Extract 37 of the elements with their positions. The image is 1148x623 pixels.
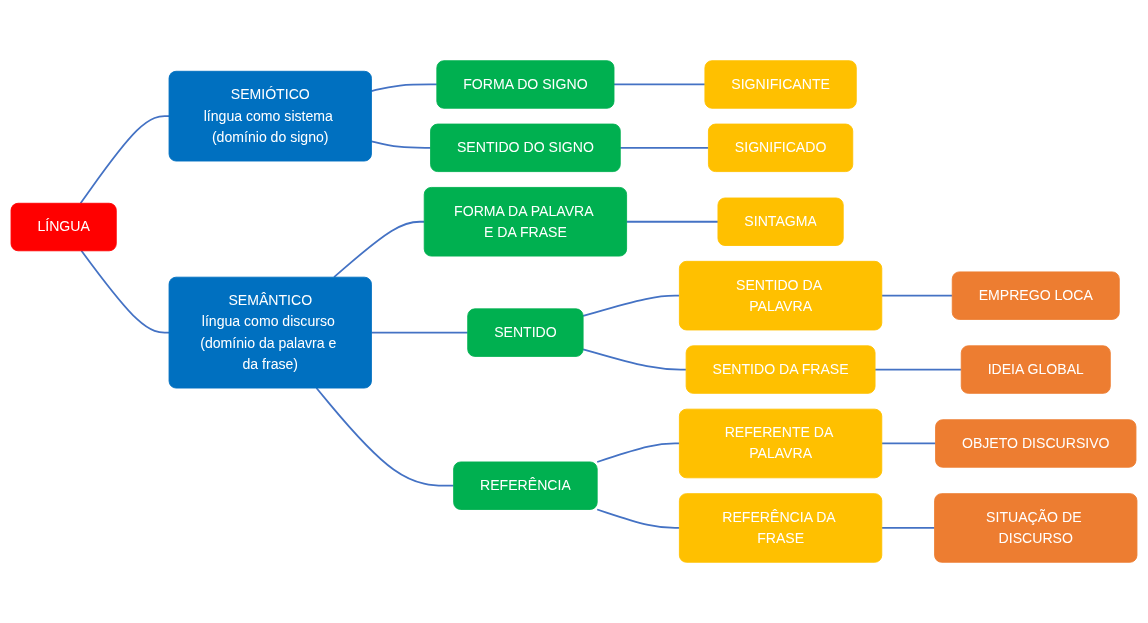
node-box: SEMÂNTICO língua como discurso (domínio da palavra e da frase) [168,276,372,389]
node-box: SENTIDO DA FRASE [685,345,876,394]
node-box: SENTIDO DO SIGNO [430,123,621,173]
node-box: IDEIA GLOBAL [960,345,1111,394]
connector [80,249,170,334]
connector [582,348,687,371]
node-box: SINTAGMA [717,197,844,246]
node-box: SIGNIFICANTE [704,60,857,109]
connector [625,220,719,223]
connector [370,83,438,92]
connector [370,140,432,149]
node-box: SIGNIFICADO [708,123,854,173]
node-box: SENTIDO [467,308,584,357]
node-box: REFERENTE DA PALAVRA [678,408,883,479]
node-box: EMPREGO LOCA [951,271,1120,320]
node-box: SEMIÓTICO língua como sistema (domínio do signo) [168,70,372,162]
connector [596,442,681,463]
node-box: FORMA DA PALAVRA E DA FRASE [423,187,628,257]
connector [333,220,426,279]
connector [880,294,954,297]
node-box: LÍNGUA [10,202,117,252]
node-box: FORMA DO SIGNO [436,60,615,109]
connector [613,83,706,86]
node-box: SITUAÇÃO DE DISCURSO [934,493,1138,563]
connector [619,146,710,149]
connector [874,368,963,371]
node-box: REFERÊNCIA [453,461,598,510]
node-box: SENTIDO DA PALAVRA [678,260,883,331]
node-box: REFERÊNCIA DA FRASE [678,493,883,563]
connector [880,527,936,529]
connector [880,442,937,445]
connector [596,508,681,529]
connector [79,115,170,205]
connector [370,331,469,334]
node-box: OBJETO DISCURSIVO [935,419,1137,468]
connector [315,387,455,487]
connector [582,294,681,317]
